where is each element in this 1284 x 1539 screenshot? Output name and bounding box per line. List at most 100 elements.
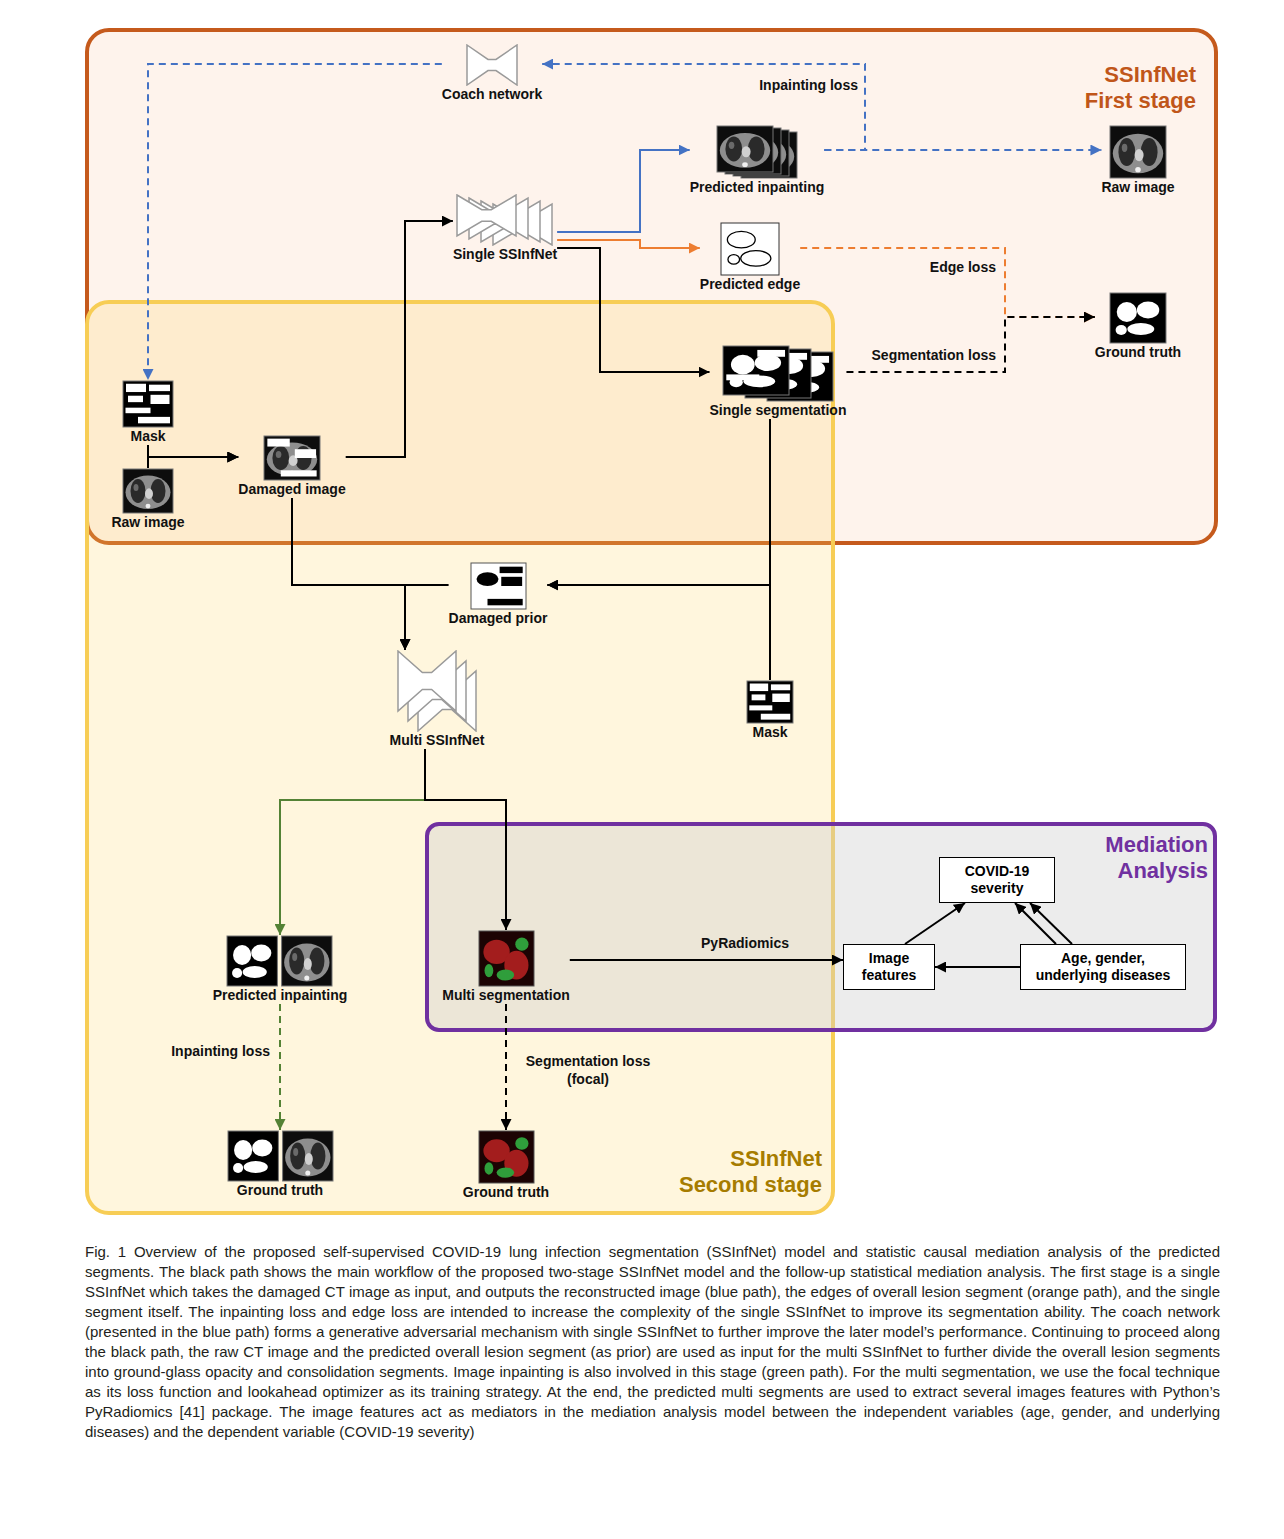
ct-lung	[150, 479, 165, 503]
damage-patch	[295, 449, 316, 458]
network-shape	[398, 651, 456, 711]
ct-spine	[305, 1171, 310, 1176]
ct-background	[282, 1131, 332, 1181]
mask-hole	[761, 714, 790, 720]
region-heading: SSInfNet Second stage	[662, 1146, 822, 1198]
multi-segment-image	[478, 930, 535, 987]
ct-lung	[290, 1143, 305, 1170]
mask-hole	[138, 417, 170, 423]
edge-background	[721, 223, 779, 275]
mask-background	[123, 381, 173, 427]
network-shape	[457, 195, 516, 236]
image-label: Predicted inpainting	[213, 987, 348, 1004]
image-node: Multi segmentation	[442, 930, 570, 1004]
ct-spine	[1135, 167, 1141, 172]
flow-connector	[935, 966, 1020, 968]
image-node: Multi SSInfNet	[390, 650, 485, 749]
multi-segment-background	[479, 931, 534, 986]
loss-connector	[824, 149, 1101, 151]
ground-glass-blob	[496, 1167, 514, 1177]
flow-connector	[1030, 903, 1072, 944]
ct-background	[123, 469, 173, 513]
image-node: Single segmentation	[710, 345, 847, 419]
lesion-blob	[1137, 302, 1159, 319]
image-label: Raw image	[1101, 179, 1174, 196]
segment-image	[1109, 292, 1167, 344]
ct-lesion	[133, 484, 138, 491]
icon-group	[471, 563, 526, 609]
ct-background	[1110, 126, 1166, 178]
ct-image-stack	[716, 125, 798, 179]
region-heading-holder: SSInfNet Second stage	[662, 1146, 822, 1198]
mask-hole	[752, 694, 766, 700]
edge-label-holder: Segmentation loss (focal)	[518, 1052, 658, 1088]
ground-glass-blob	[484, 1162, 493, 1174]
icon-group	[227, 936, 332, 986]
icon-group	[264, 436, 320, 480]
prior-patch	[501, 577, 522, 586]
flow-connector	[425, 749, 506, 930]
image-label: Single segmentation	[710, 402, 847, 419]
lesion-blob	[234, 1140, 252, 1160]
image-label: Predicted edge	[700, 276, 800, 293]
image-label: Damaged prior	[449, 610, 548, 627]
mask-hole	[749, 705, 772, 710]
image-label: Raw image	[111, 514, 184, 531]
edge-outline	[727, 231, 755, 248]
mask-hole	[128, 396, 143, 402]
variable-label: Age, gender, underlying diseases	[1028, 950, 1178, 984]
segment-background	[1110, 293, 1166, 343]
network-stack	[456, 194, 553, 246]
prior-patch	[487, 599, 522, 605]
ct-lesion	[293, 1148, 298, 1156]
image-label: Coach network	[442, 86, 542, 103]
prior-background	[471, 563, 526, 609]
image-node: Damaged prior	[449, 562, 548, 627]
image-label: Multi SSInfNet	[390, 732, 485, 749]
network-shape	[467, 45, 517, 85]
ct-lung	[290, 948, 305, 975]
edge-label-holder: PyRadiomics	[701, 934, 789, 952]
ct-lung	[310, 948, 325, 975]
edge-outline	[741, 251, 771, 267]
image-node: Coach network	[442, 44, 542, 103]
variable-label: COVID-19 severity	[947, 863, 1047, 897]
edge-label: Edge loss	[930, 258, 996, 276]
lesion-blob	[1127, 323, 1154, 335]
ct-image	[1109, 125, 1167, 179]
figure-caption: Fig. 1 Overview of the proposed self-sup…	[85, 1242, 1220, 1442]
variable-box: Image features	[843, 944, 935, 990]
image-node: Ground truth	[463, 1130, 549, 1201]
ct-lung	[1141, 138, 1158, 166]
edge-label: Segmentation loss (focal)	[518, 1052, 658, 1088]
lesion-blob	[252, 1140, 272, 1157]
ct-body	[285, 1139, 330, 1177]
prior-image	[470, 562, 527, 610]
mask-hole	[149, 385, 170, 391]
flow-connector	[570, 959, 843, 961]
image-node: Raw image	[111, 468, 184, 531]
lesion-blob	[252, 945, 272, 962]
damage-patch	[267, 439, 289, 447]
icon-group	[721, 223, 779, 275]
icon-group	[479, 931, 534, 986]
image-pair	[227, 1130, 334, 1182]
icon-group	[123, 469, 173, 513]
damage-patch	[757, 350, 785, 357]
lesion-blob	[755, 354, 781, 371]
ct-spine	[305, 976, 310, 981]
ct-lesion	[729, 142, 735, 149]
image-label: Ground truth	[463, 1184, 549, 1201]
damage-patch	[281, 470, 317, 476]
region-heading: Mediation Analysis	[1078, 832, 1208, 884]
segment-image-stack	[722, 345, 834, 402]
image-label: Mask	[746, 724, 794, 741]
region-heading: SSInfNet First stage	[1066, 62, 1196, 114]
flow-connector	[547, 419, 770, 585]
flow-connector	[547, 585, 770, 680]
image-label: Ground truth	[227, 1182, 334, 1199]
segment-background	[228, 1131, 278, 1181]
image-pair	[226, 935, 333, 987]
ct-lung	[310, 1143, 325, 1170]
